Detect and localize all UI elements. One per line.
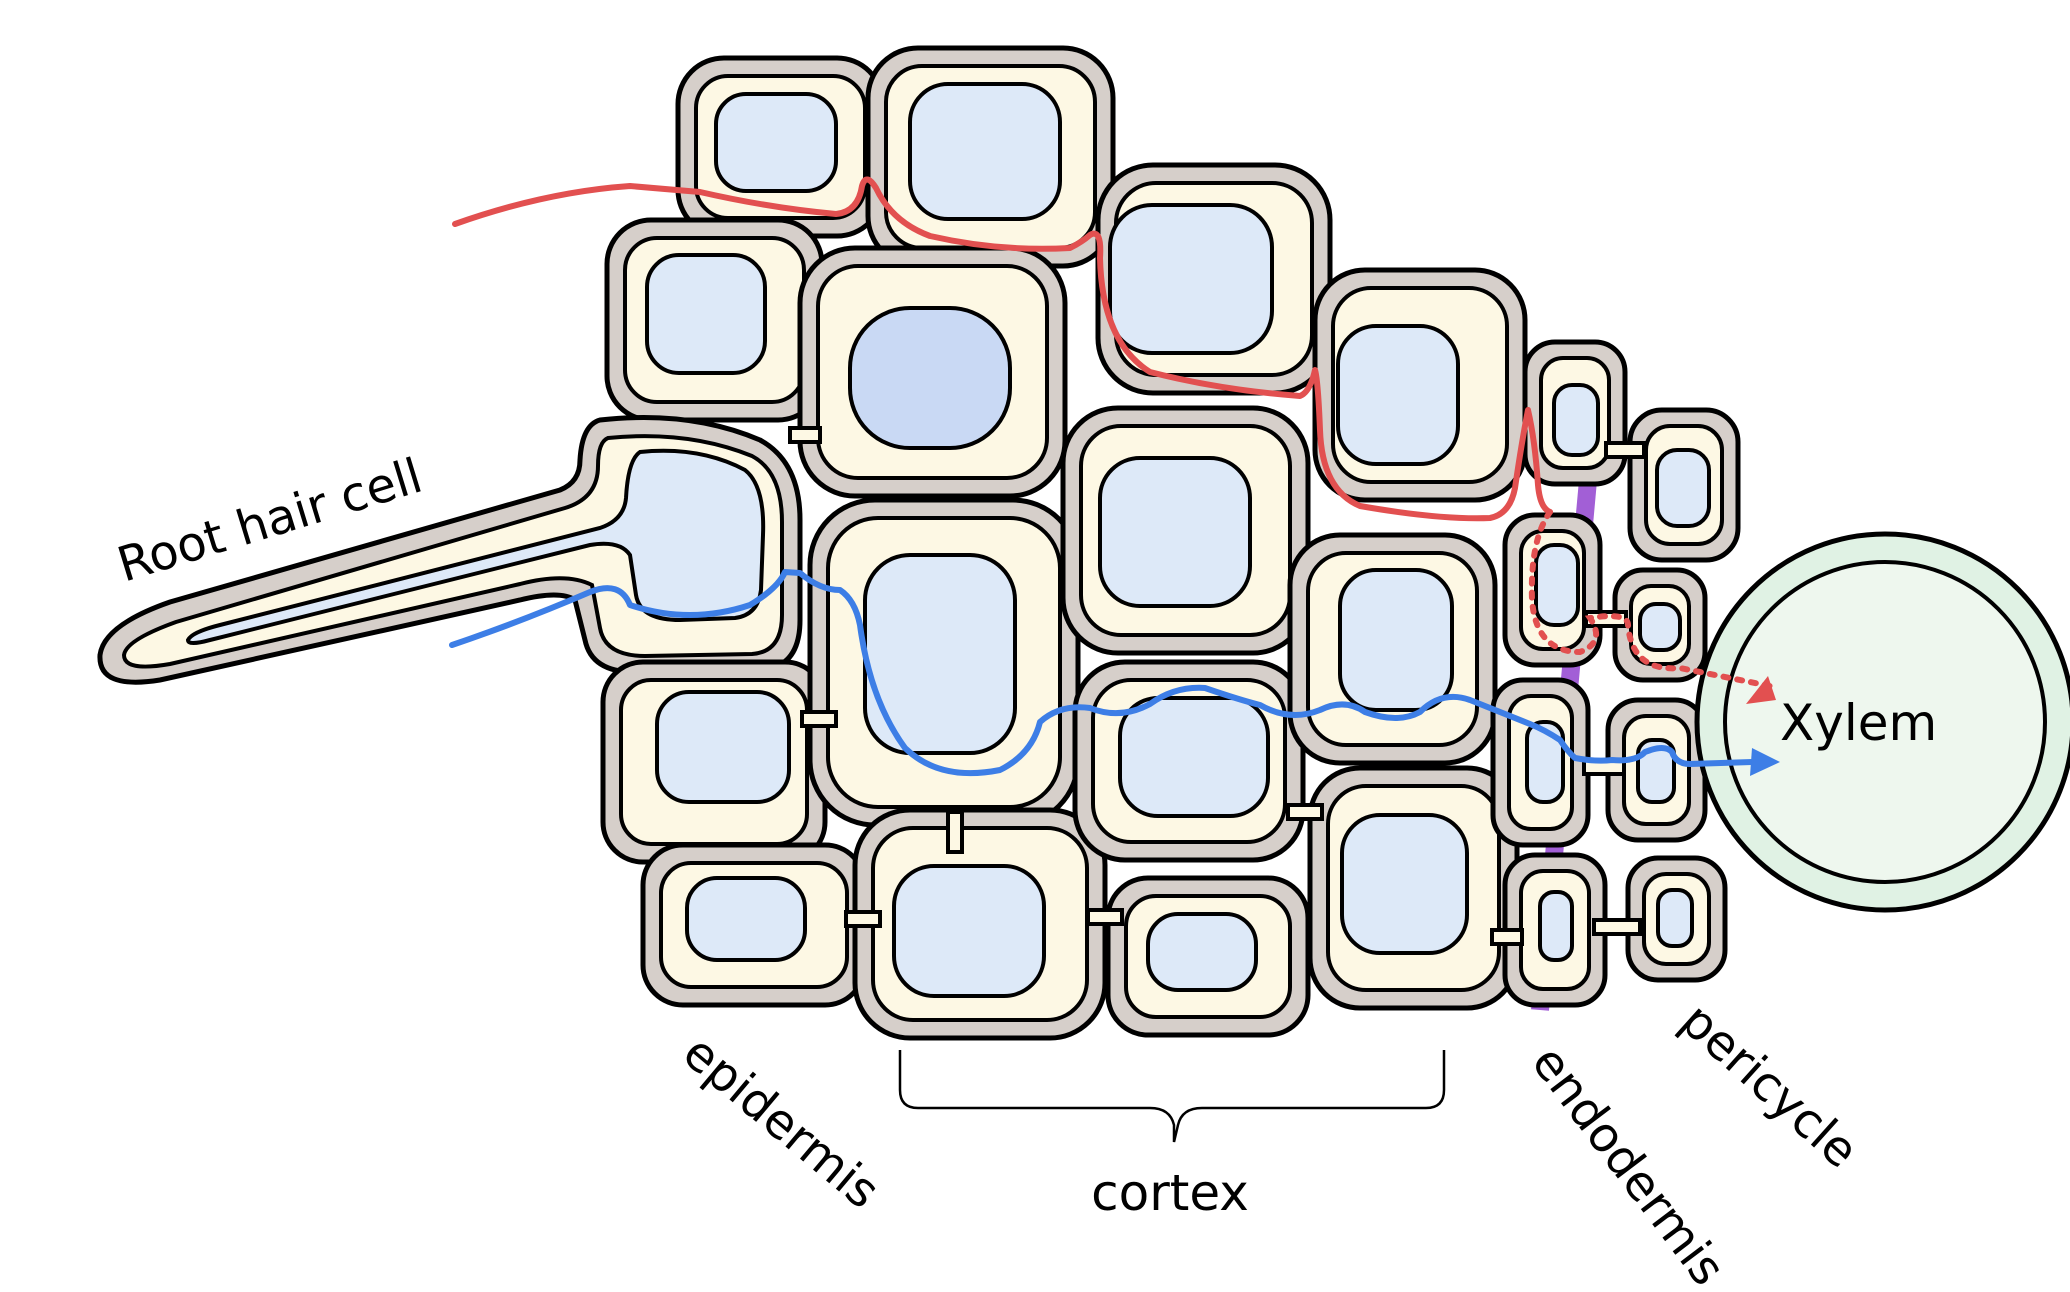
cortex-cell-6: [1060, 405, 1311, 656]
cortex-label: cortex: [1091, 1164, 1249, 1222]
pericycle-cell-4: [1625, 855, 1728, 983]
cortex-cell-10: [1287, 532, 1498, 766]
pericycle-label: pericycle: [1670, 992, 1869, 1179]
apoplast-dotted-path: [1528, 509, 1773, 689]
epidermis-cell-5: [640, 842, 868, 1008]
symplast-pathway-line: [449, 569, 1755, 777]
cortex-cell-1: [865, 45, 1116, 269]
epidermis-cell-4: [600, 659, 828, 865]
cortex-cell-3: [807, 497, 1081, 828]
pericycle-cell-3: [1605, 697, 1708, 843]
apoplast-pathway-line: [452, 176, 1553, 522]
cortex-bracket: [898, 1050, 1446, 1143]
xylem-label: Xylem: [1780, 694, 1937, 752]
symplast-arrowhead: [1750, 748, 1780, 776]
xylem-vessel: [1694, 531, 2070, 913]
root-hair-cell: [97, 415, 803, 685]
endodermis-cell-3: [1490, 677, 1591, 848]
apoplast-arrowhead: [1746, 676, 1776, 704]
epidermis-cell-1: [675, 55, 886, 239]
plasmodesmata: [788, 426, 1646, 946]
cortex-cell-8: [1105, 875, 1311, 1038]
endodermis-cell-1: [1522, 339, 1628, 487]
pericycle-cell-1: [1627, 407, 1741, 563]
epidermis-cell-2: [604, 217, 825, 423]
epidermis-label: epidermis: [672, 1024, 890, 1219]
endodermis-cell-2: [1502, 512, 1603, 668]
cortex-cell-7: [1072, 659, 1306, 863]
cortex-cell-9: [1312, 267, 1528, 503]
cortex-cell-5: [1095, 162, 1333, 396]
endodermis-label: endodermis: [1520, 1036, 1736, 1292]
cortex-cell-4: [852, 807, 1108, 1041]
cortex-cell-2: [797, 245, 1068, 499]
cortex-cell-11: [1307, 765, 1520, 1011]
